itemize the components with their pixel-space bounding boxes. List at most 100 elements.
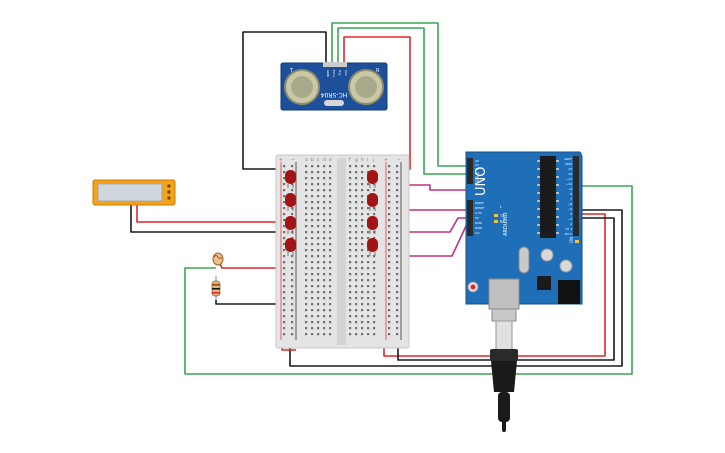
breadboard-hole [317,213,320,216]
breadboard-hole [388,165,391,168]
ultrasonic-sensor[interactable]: HC-SR04 T R VCC Trig Echo GND [280,62,388,111]
breadboard-hole [373,165,376,168]
sensor-side-right: R [376,68,380,74]
breadboard-hole [283,189,286,192]
usb-port[interactable] [488,278,520,310]
breadboard-hole [305,243,308,246]
digital-pin-labels: AREF GND 13 12 ~11 ~10 ~9 8 7 ~6 ~5 4 ~3… [564,157,572,236]
breadboard-hole [305,321,308,324]
col-label-d: d [323,157,326,163]
breadboard-hole [329,183,332,186]
resistor[interactable] [211,276,221,300]
breadboard-hole [349,201,352,204]
usb-cable[interactable] [490,308,518,432]
breadboard-hole [311,321,314,324]
breadboard-hole [329,165,332,168]
breadboard-hole [291,279,294,282]
breadboard-hole [283,243,286,246]
breadboard-hole [388,261,391,264]
wire-gnd-black[interactable] [289,209,623,367]
breadboard-hole [317,291,320,294]
breadboard-hole [396,165,399,168]
wire-led-3b[interactable] [381,217,466,233]
breadboard-hole [283,183,286,186]
breadboard-hole [323,165,326,168]
breadboard-hole [291,237,294,240]
sensor-side-left: T [289,68,294,74]
pin-reset: RESET [475,206,485,210]
breadboard-hole [329,261,332,264]
breadboard-hole [361,279,364,282]
led-left-1[interactable] [285,170,296,188]
breadboard-hole [283,213,286,216]
breadboard-hole [361,285,364,288]
breadboard-hole [355,219,358,222]
breadboard-hole [367,231,370,234]
led-left-2[interactable] [285,193,296,211]
breadboard-hole [329,231,332,234]
breadboard[interactable]: + − a b c d e f g h i j + − [275,154,410,349]
pin-a5: A5 [475,179,479,183]
led-right-4[interactable] [367,238,378,256]
wire-gnd-black-2[interactable] [397,217,615,361]
breadboard-hole [283,315,286,318]
sensor-pin-vcc: VCC [344,70,348,76]
wire-sensor-gnd[interactable] [242,31,327,170]
wire-ldr-green[interactable] [184,185,633,375]
led-left-3[interactable] [285,216,296,234]
pin-a4: A4 [475,175,479,179]
led-right-1[interactable] [367,170,378,188]
breadboard-hole [323,297,326,300]
breadboard-hole [311,255,314,258]
breadboard-hole [283,249,286,252]
breadboard-hole [329,267,332,270]
breadboard-hole [323,327,326,330]
led-right-2[interactable] [367,193,378,211]
lcd-module[interactable] [92,179,176,206]
breadboard-hole [349,165,352,168]
breadboard-hole [349,189,352,192]
breadboard-hole [388,195,391,198]
breadboard-hole [291,303,294,306]
breadboard-hole [323,309,326,312]
breadboard-hole [396,189,399,192]
wire-5v-red[interactable] [383,213,606,357]
breadboard-hole [361,333,364,336]
breadboard-hole [349,213,352,216]
wire-ldr-red[interactable] [219,263,282,269]
breadboard-hole [396,321,399,324]
pin-a2: A2 [475,167,479,171]
photoresistor[interactable] [212,252,224,266]
breadboard-hole [355,321,358,324]
breadboard-hole [283,201,286,204]
breadboard-hole [317,219,320,222]
breadboard-hole [283,195,286,198]
breadboard-hole [283,231,286,234]
breadboard-hole [323,189,326,192]
power-jack[interactable] [558,280,580,304]
wire-lcd-black[interactable] [130,204,290,233]
breadboard-hole [305,249,308,252]
col-label-g: g [355,158,358,163]
breadboard-hole [317,249,320,252]
led-left-4[interactable] [285,238,296,256]
led-right-3[interactable] [367,216,378,234]
breadboard-col-labels: + − a b c d e f g h i j + − [279,157,401,163]
pin-13: 13 [568,167,572,171]
breadboard-hole [367,285,370,288]
pin-4: 4 [570,212,572,216]
breadboard-hole [305,237,308,240]
breadboard-hole [329,303,332,306]
breadboard-hole [305,189,308,192]
wire-ldr-black[interactable] [215,300,290,305]
wire-lcd-red[interactable] [136,204,282,223]
wire-sensor-echo[interactable] [337,27,466,175]
arduino-uno[interactable]: UNO ARDUINO ON TX RX L A0 A1 A2 A3 A4 A5… [465,151,583,310]
breadboard-hole [355,165,358,168]
breadboard-hole [396,237,399,240]
breadboard-hole [361,297,364,300]
wire-sensor-trig[interactable] [331,22,466,167]
breadboard-hole [305,177,308,180]
breadboard-hole [373,309,376,312]
col-label-j: j [372,157,374,163]
